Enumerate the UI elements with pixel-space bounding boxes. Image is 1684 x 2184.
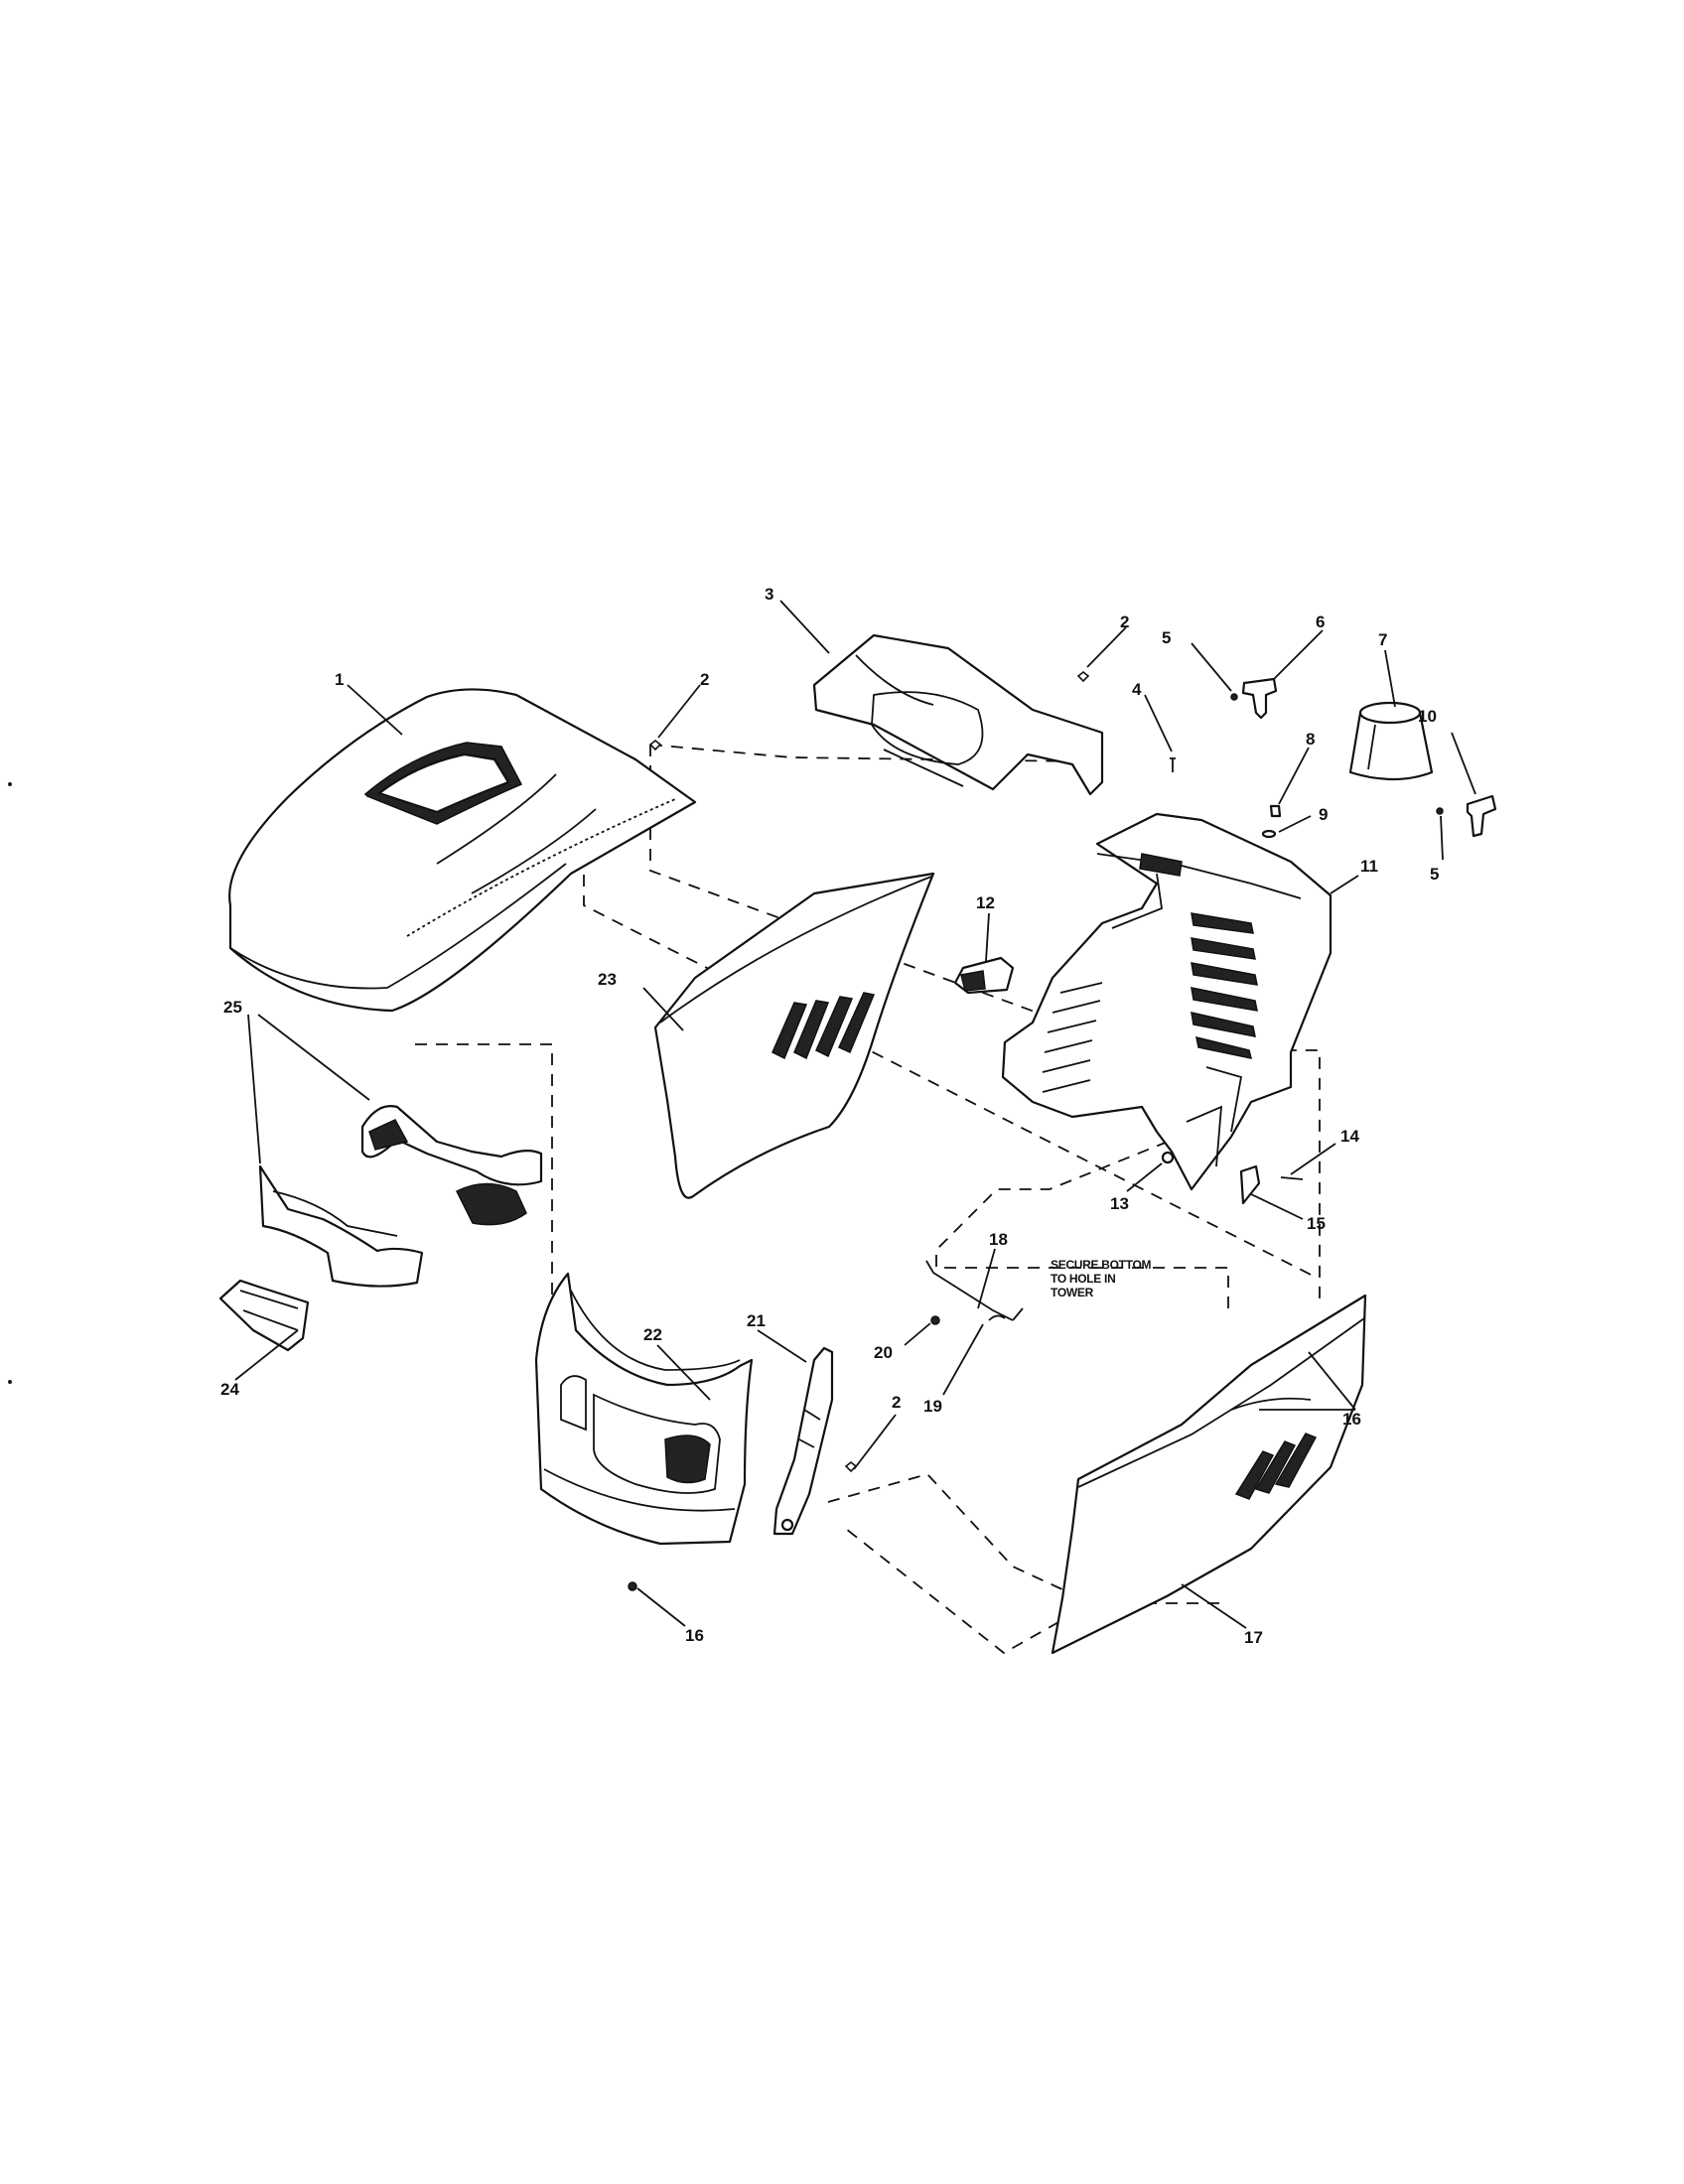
assembly-note: SECURE BOTTOM TO HOLE IN TOWER <box>1051 1258 1152 1299</box>
callout-19: 19 <box>923 1397 942 1416</box>
callout-11: 11 <box>1360 857 1378 876</box>
screw-part-2-b <box>1076 670 1090 683</box>
washer-part-9 <box>1261 829 1277 839</box>
grille-bracket-part-21 <box>772 1346 834 1536</box>
pin-part-19 <box>988 1314 1006 1321</box>
screw-part-14 <box>1280 1176 1304 1180</box>
callout-14: 14 <box>1340 1127 1359 1146</box>
headlight-assembly-part-25 <box>258 1105 543 1288</box>
knob-part-10 <box>1466 794 1497 838</box>
callout-18: 18 <box>989 1230 1008 1249</box>
callout-20: 20 <box>874 1343 893 1362</box>
margin-mark <box>8 782 12 786</box>
callout-2c: 2 <box>892 1393 901 1412</box>
bracket-part-15 <box>1239 1164 1261 1205</box>
front-grille-part-22 <box>534 1272 754 1546</box>
right-side-panel-part-17 <box>1051 1294 1367 1655</box>
note-line-3: TOWER <box>1051 1286 1094 1299</box>
callout-10: 10 <box>1418 707 1437 726</box>
note-line-2: TO HOLE IN <box>1051 1272 1115 1286</box>
callout-2b: 2 <box>1120 613 1129 631</box>
clip-part-12 <box>953 956 1015 995</box>
bolt-part-6 <box>1241 677 1278 720</box>
callout-24: 24 <box>220 1380 239 1399</box>
callout-4: 4 <box>1132 680 1142 699</box>
note-line-1: SECURE BOTTOM <box>1051 1258 1152 1272</box>
screw-part-2-a <box>648 739 662 751</box>
nut-part-5-b <box>1436 807 1444 815</box>
callout-7: 7 <box>1378 630 1387 649</box>
callouts: 1 2 3 2 4 5 6 7 8 9 10 5 11 12 23 14 13 … <box>220 585 1439 1647</box>
callout-22: 22 <box>643 1325 662 1344</box>
callout-5a: 5 <box>1162 628 1171 647</box>
left-side-panel-part-23 <box>653 872 935 1199</box>
dashboard-tower-part-11 <box>1001 812 1333 1191</box>
dash-panel-part-3 <box>812 633 1104 796</box>
hardware <box>628 670 1497 1591</box>
hood-part-1 <box>228 688 697 1013</box>
callout-15: 15 <box>1307 1214 1326 1233</box>
nut-part-5-a <box>1230 693 1238 701</box>
bolt-part-8 <box>1269 804 1282 818</box>
lens-part-24 <box>218 1279 310 1352</box>
callout-9: 9 <box>1319 805 1328 824</box>
callout-5b: 5 <box>1430 865 1439 884</box>
callout-3: 3 <box>765 585 773 604</box>
callout-13: 13 <box>1110 1194 1129 1213</box>
callout-25: 25 <box>223 998 242 1017</box>
callout-8: 8 <box>1306 730 1315 749</box>
callout-6: 6 <box>1316 613 1325 631</box>
nut-part-13 <box>1161 1151 1175 1164</box>
callout-21: 21 <box>747 1311 766 1330</box>
callout-23: 23 <box>598 970 617 989</box>
screw-part-2-c <box>844 1460 858 1473</box>
callout-1: 1 <box>335 670 344 689</box>
screw-part-4 <box>1170 757 1176 772</box>
cup-holder-part-7 <box>1348 701 1434 781</box>
callout-2a: 2 <box>700 670 709 689</box>
leader-lines <box>234 600 1476 1629</box>
callout-12: 12 <box>976 893 995 912</box>
rod-part-18 <box>925 1260 1014 1321</box>
fastener-part-16-a <box>628 1581 637 1591</box>
margin-mark <box>8 1380 12 1384</box>
callout-16a: 16 <box>1342 1410 1361 1429</box>
callout-16b: 16 <box>685 1626 704 1645</box>
callout-17: 17 <box>1244 1628 1263 1647</box>
nut-part-20 <box>930 1315 940 1325</box>
